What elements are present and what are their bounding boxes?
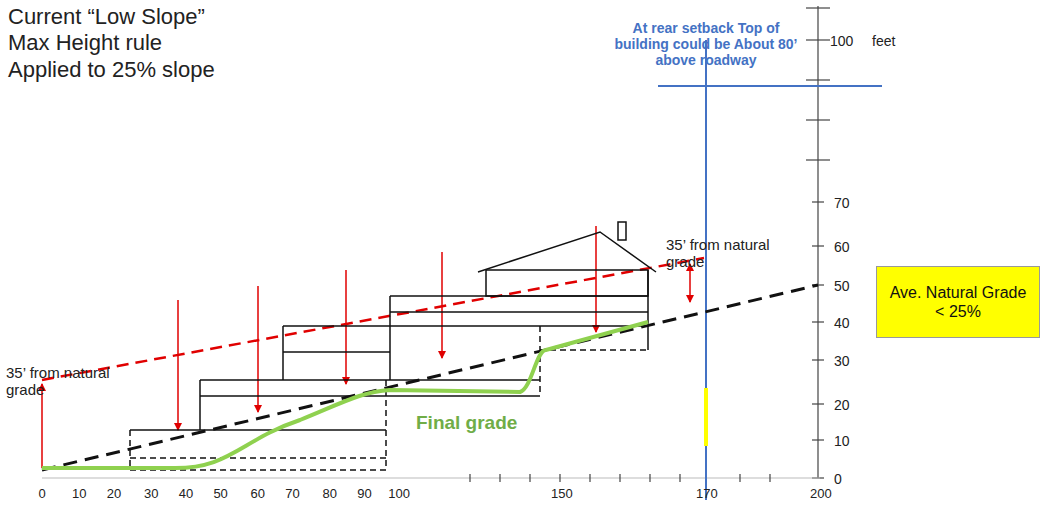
axis-number: 80 [323,487,337,502]
final-grade [42,322,648,468]
axis-number: 60 [251,487,265,502]
dimension-note: 35’ from natural grade [666,236,781,271]
dimension-note: 35’ from natural grade [6,364,118,399]
axis-number: 100 [388,487,410,502]
axis-number: 70 [834,195,850,211]
axis-number: 60 [834,239,850,255]
axis-number: 30 [834,353,850,369]
y-axis [806,6,830,478]
height-arrows [42,226,690,468]
axis-number: 0 [38,487,45,502]
height-line [658,85,882,87]
axis-number: 50 [834,278,850,294]
setback-line [705,40,707,500]
axis-number: 70 [285,487,299,502]
axis-unit: feet [872,33,895,49]
axis-number: 40 [179,487,193,502]
axis-number: 100 [830,33,853,49]
axis-number: 150 [551,487,573,502]
setback-note: At rear setback Top of building could be… [606,20,806,68]
axis-number: 20 [107,487,121,502]
axis-number: 0 [834,471,842,487]
note-box: Ave. Natural Grade < 25% [876,266,1040,338]
axis-number: 90 [357,487,371,502]
axis-number: 10 [834,433,850,449]
axis-number: 50 [213,487,227,502]
note-text: Ave. Natural Grade < 25% [884,283,1032,321]
max-height-line [42,258,704,380]
axis-number: 170 [696,487,718,502]
axis-number: 10 [72,487,86,502]
axis-number: 40 [834,315,850,331]
axis-number: 20 [834,397,850,413]
grade-label: Final grade [416,412,517,434]
axis-number: 200 [810,487,832,502]
yellow-mark [704,388,708,446]
title: Current “Low Slope” Max Height rule Appl… [8,4,230,83]
x-axis [42,474,820,482]
axis-number: 30 [144,487,158,502]
stepped-building [130,222,656,470]
natural-grade [42,285,818,470]
